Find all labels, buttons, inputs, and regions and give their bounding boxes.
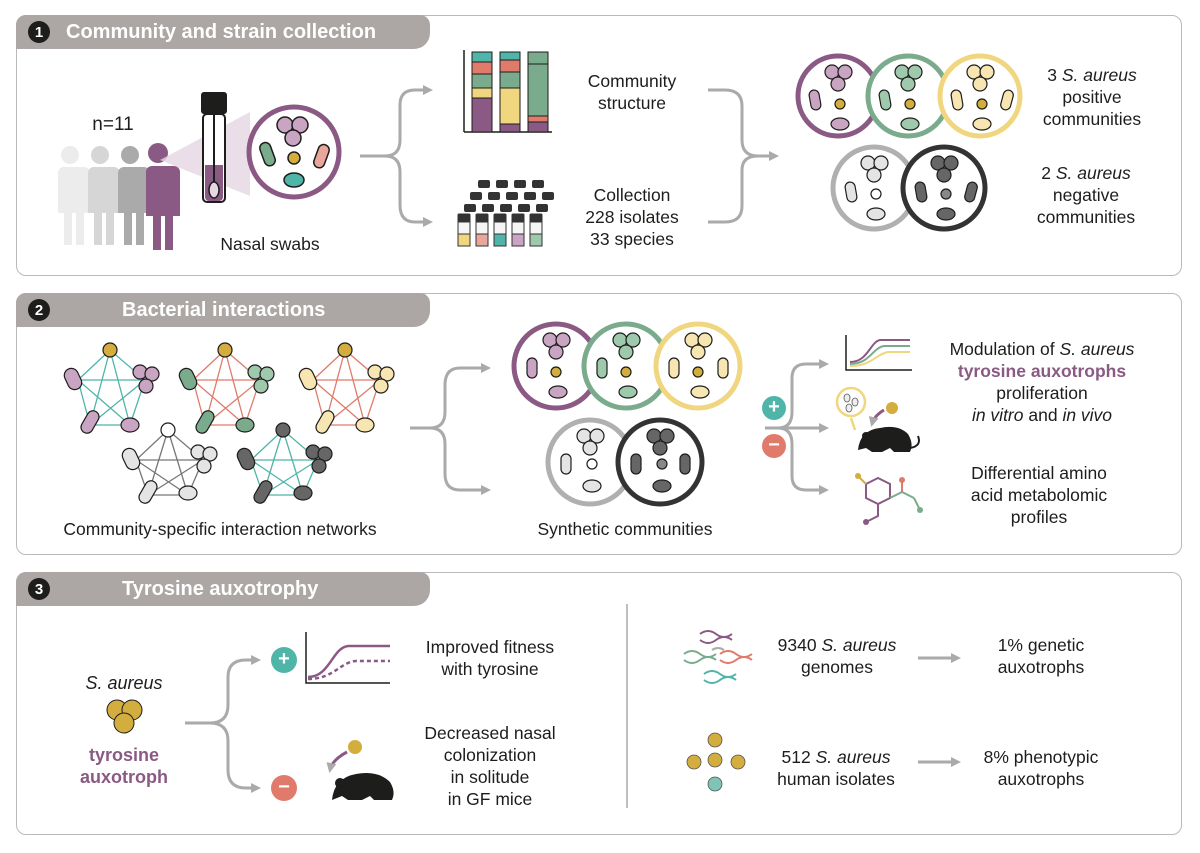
synthetic-communities bbox=[511, 321, 743, 507]
participant-count: n=11 bbox=[92, 114, 134, 135]
pos-line3: communities bbox=[1042, 109, 1142, 129]
isolate-vials-icon bbox=[457, 180, 554, 247]
mod-line4c: in vivo bbox=[1062, 405, 1113, 425]
modulation-label: Modulation of S. aureus tyrosine auxotro… bbox=[924, 338, 1160, 426]
nasal-swabs-label: Nasal swabs bbox=[220, 234, 320, 254]
people-icons bbox=[56, 143, 180, 250]
mod-line4b: and bbox=[1023, 405, 1063, 425]
plus-icon bbox=[762, 396, 786, 420]
structure-line2: structure bbox=[597, 93, 667, 113]
minus-icon bbox=[271, 775, 297, 801]
mod-line2: tyrosine auxotrophs bbox=[957, 361, 1127, 381]
iso-result2: auxotrophs bbox=[997, 769, 1085, 789]
tyrosine-auxotroph-cocci bbox=[106, 699, 143, 734]
panel-tyrosine-auxotrophy bbox=[16, 572, 1182, 835]
community-structure-bar-chart bbox=[463, 50, 552, 133]
decreased-colonization-label: Decreased nasal colonization in solitude… bbox=[400, 722, 580, 810]
swab-community-circle bbox=[246, 104, 342, 200]
diff-line3: profiles bbox=[1010, 507, 1068, 527]
iso-line2: human isolates bbox=[777, 769, 895, 789]
panel3-title: Tyrosine auxotrophy bbox=[122, 577, 319, 600]
community-structure-label: Community structure bbox=[562, 70, 702, 114]
gen-count: 9340 bbox=[777, 635, 817, 655]
mouse-icon bbox=[326, 740, 394, 800]
diff-line1: Differential amino bbox=[971, 463, 1107, 483]
auxotroph-species: S. aureus bbox=[85, 673, 163, 693]
isolates-label: 512 S. aureus human isolates bbox=[756, 746, 916, 790]
mod-prefix: Modulation of bbox=[949, 339, 1060, 359]
iso-species: S. aureus bbox=[815, 747, 891, 767]
collection-line2: 228 isolates bbox=[585, 207, 679, 227]
panel2-title: Bacterial interactions bbox=[122, 298, 326, 321]
panel1-header: 1 Community and strain collection bbox=[16, 15, 430, 49]
neg-line2: negative bbox=[1052, 185, 1120, 205]
genomes-label: 9340 S. aureus genomes bbox=[762, 634, 912, 678]
synthetic-communities-label: Synthetic communities bbox=[537, 519, 713, 539]
mod-line3: proliferation bbox=[996, 383, 1088, 403]
auxotroph-label: tyrosine auxotroph bbox=[64, 744, 184, 788]
panel3-header: 3 Tyrosine auxotrophy bbox=[16, 572, 430, 606]
minus-symbol: − bbox=[278, 776, 290, 798]
interaction-networks bbox=[63, 342, 395, 504]
panel2-header: 2 Bacterial interactions bbox=[16, 293, 430, 327]
neg-count: 2 bbox=[1041, 163, 1051, 183]
minus-symbol: − bbox=[768, 434, 780, 456]
minus-icon bbox=[762, 434, 786, 458]
fit-line1: Improved fitness bbox=[425, 637, 555, 657]
plus-symbol: + bbox=[278, 648, 290, 670]
isolates-dots-icon bbox=[686, 732, 746, 792]
panel2-number: 2 bbox=[28, 299, 50, 321]
mouse-icon bbox=[835, 386, 920, 452]
pos-line2: positive bbox=[1062, 87, 1122, 107]
negative-communities-label: 2 S. aureus negative communities bbox=[1016, 162, 1156, 228]
positive-community-purple bbox=[795, 53, 881, 139]
aux-line2: auxotroph bbox=[80, 767, 168, 787]
mod-species: S. aureus bbox=[1059, 339, 1135, 359]
dec-line1: Decreased nasal bbox=[424, 723, 556, 743]
gen-result1: 1% genetic bbox=[997, 635, 1085, 655]
structure-line1: Community bbox=[587, 71, 677, 91]
pos-count: 3 bbox=[1047, 65, 1057, 85]
iso-result1: 8% phenotypic bbox=[983, 747, 1099, 767]
diff-line2: acid metabolomic bbox=[970, 485, 1108, 505]
pos-species: S. aureus bbox=[1061, 65, 1137, 85]
metabolomic-network-icon bbox=[855, 473, 923, 525]
dec-line4: in GF mice bbox=[447, 789, 533, 809]
dec-line3: in solitude bbox=[450, 767, 530, 787]
mod-line4a: in vitro bbox=[971, 405, 1024, 425]
phenotypic-auxotrophs-label: 8% phenotypic auxotrophs bbox=[966, 746, 1116, 790]
gen-line2: genomes bbox=[801, 657, 873, 677]
panel1-number: 1 bbox=[28, 21, 50, 43]
dec-line2: colonization bbox=[443, 745, 537, 765]
positive-community-green bbox=[865, 53, 951, 139]
growth-curve-icon bbox=[845, 335, 912, 371]
panel3-number: 3 bbox=[28, 578, 50, 600]
plus-icon bbox=[271, 647, 297, 673]
positive-community-yellow bbox=[937, 53, 1023, 139]
swab-tube-icon bbox=[201, 92, 227, 203]
dna-genomes-icon bbox=[683, 630, 753, 684]
collection-line3: 33 species bbox=[590, 229, 674, 249]
collection-line1: Collection bbox=[593, 185, 671, 205]
fit-line2: with tyrosine bbox=[441, 659, 539, 679]
plus-symbol: + bbox=[768, 396, 780, 418]
collection-label: Collection 228 isolates 33 species bbox=[562, 184, 702, 250]
gen-result2: auxotrophs bbox=[997, 657, 1085, 677]
iso-count: 512 bbox=[781, 747, 811, 767]
panel1-title: Community and strain collection bbox=[66, 20, 377, 43]
gen-species: S. aureus bbox=[821, 635, 897, 655]
neg-species: S. aureus bbox=[1055, 163, 1131, 183]
networks-label: Community-specific interaction networks bbox=[63, 519, 377, 539]
metabolomic-label: Differential amino acid metabolomic prof… bbox=[934, 462, 1144, 528]
fitness-curve-icon bbox=[305, 632, 390, 684]
improved-fitness-label: Improved fitness with tyrosine bbox=[400, 636, 580, 680]
positive-communities-label: 3 S. aureus positive communities bbox=[1022, 64, 1162, 130]
aux-line1: tyrosine bbox=[88, 745, 160, 765]
negative-community-black bbox=[900, 144, 988, 232]
genetic-auxotrophs-label: 1% genetic auxotrophs bbox=[966, 634, 1116, 678]
neg-line3: communities bbox=[1036, 207, 1136, 227]
